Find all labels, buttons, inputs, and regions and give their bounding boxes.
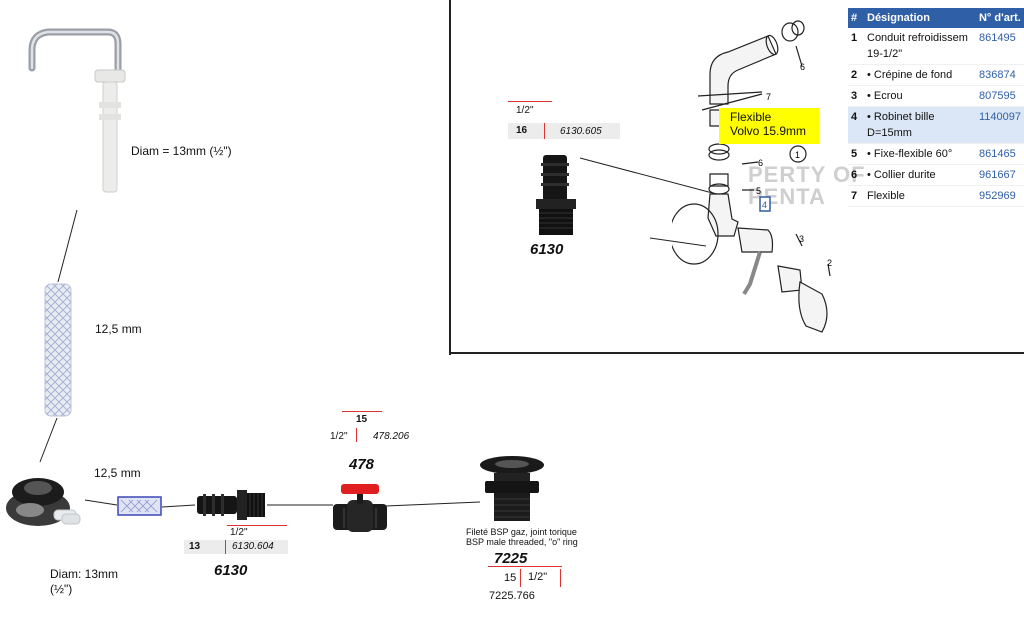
frame-bottom-border <box>449 352 1024 354</box>
callout-7: 7 <box>766 92 771 102</box>
fitting-bottom-qty: 13 <box>189 541 201 552</box>
callout-2: 2 <box>827 258 832 268</box>
through-hull-desc-2: BSP male threaded, "o" ring <box>466 537 578 547</box>
hose-diameter-label-2: 12,5 mm <box>94 466 141 480</box>
article-link[interactable]: 961667 <box>975 164 1024 186</box>
through-hull-desc-1: Fileté BSP gaz, joint torique <box>466 527 577 537</box>
fitting-top-qty: 16 <box>516 125 528 136</box>
hose-image <box>43 282 73 418</box>
callout-5: 5 <box>756 186 761 196</box>
flexible-note-line1: Flexible <box>730 110 772 124</box>
fitting-top-image <box>533 153 579 237</box>
table-row: 3 • Ecrou 807595 <box>848 85 1024 107</box>
exploded-diagram: 4 6 7 1 6 5 3 2 <box>669 14 848 344</box>
header-number: # <box>848 8 864 28</box>
fitting-bottom-image <box>195 484 267 524</box>
fitting-bottom-code: 6130 <box>214 562 248 579</box>
table-row: 5 • Fixe-flexible 60° 861465 <box>848 143 1024 165</box>
header-article: N° d'art. <box>975 8 1024 28</box>
fitting-top-tag: 1/2'' 16 6130.605 <box>508 101 620 139</box>
through-hull-code: 7225 <box>494 550 528 567</box>
fitting-top-ref: 6130.605 <box>560 126 602 137</box>
flexible-note: Flexible Volvo 15.9mm <box>719 108 819 144</box>
callout-3: 3 <box>799 234 804 244</box>
valve-size: 1/2'' <box>330 431 348 442</box>
valve-qty: 15 <box>356 414 368 425</box>
pump-image <box>2 462 86 532</box>
article-link[interactable]: 861495 <box>975 28 1024 65</box>
article-link[interactable]: 861465 <box>975 143 1024 165</box>
frame-left-border <box>449 0 451 355</box>
through-hull-size: 1/2" <box>528 571 548 583</box>
pump-diameter-label-1: Diam: 13mm <box>50 567 119 581</box>
fitting-top-size: 1/2'' <box>516 105 534 116</box>
article-link[interactable]: 1140097 <box>975 106 1024 144</box>
through-hull-image <box>472 455 552 525</box>
fitting-top-code: 6130 <box>530 241 564 258</box>
table-row-highlighted: 4 • Robinet bille D=15mm 1140097 <box>848 106 1024 144</box>
svg-text:4: 4 <box>762 200 767 210</box>
table-row: 2 • Crépine de fond 836874 <box>848 64 1024 86</box>
article-link[interactable]: 807595 <box>975 85 1024 107</box>
header-designation: Désignation <box>864 8 976 28</box>
article-link[interactable]: 836874 <box>975 64 1024 86</box>
callout-6a: 6 <box>800 62 805 72</box>
callout-6b: 6 <box>758 158 763 168</box>
article-link[interactable]: 952969 <box>975 185 1024 207</box>
fitting-bottom-ref: 6130.604 <box>232 541 274 552</box>
faucet-image <box>20 10 130 210</box>
table-row: 7 Flexible 952969 <box>848 185 1024 207</box>
valve-ref: 478.206 <box>373 431 410 442</box>
valve-image <box>333 480 387 532</box>
parts-table-header: # Désignation N° d'art. <box>848 8 1024 28</box>
table-row: 6 • Collier durite 961667 <box>848 164 1024 186</box>
fitting-bottom-size: 1/2'' <box>230 527 248 538</box>
pump-diameter-label-2: (½") <box>50 582 73 596</box>
through-hull-tag: 15 1/2" <box>488 566 564 588</box>
valve-tag: 15 1/2'' 478.206 <box>328 411 418 443</box>
fitting-bottom-tag: 1/2'' 13 6130.604 <box>184 525 288 555</box>
hose-diameter-label-1: 12,5 mm <box>95 322 142 336</box>
parts-table: # Désignation N° d'art. 1 Conduit refroi… <box>848 8 1024 207</box>
short-hose-image <box>117 496 162 516</box>
through-hull-ref: 7225.766 <box>489 590 535 602</box>
through-hull-qty: 15 <box>504 572 517 584</box>
flexible-note-line2: Volvo 15.9mm <box>730 124 807 138</box>
faucet-diameter-label: Diam = 13mm (½") <box>131 144 232 158</box>
valve-code: 478 <box>349 456 375 473</box>
table-row: 1 Conduit refroidissem 19-1/2" 861495 <box>848 28 1024 65</box>
callout-1: 1 <box>795 150 800 160</box>
